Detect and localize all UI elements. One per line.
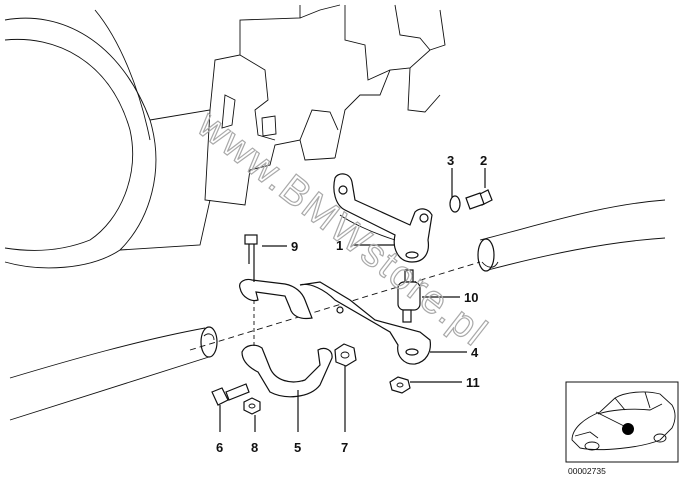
rubber-mount-part-10 [397, 269, 421, 323]
assembly-centerline [189, 261, 481, 351]
car-outline [571, 391, 676, 451]
callout-9: 9 [291, 239, 298, 254]
diagram-ref-number: 00002735 [568, 466, 606, 476]
hanger-bracket-part-4 [299, 281, 431, 365]
callout-11: 11 [466, 375, 480, 390]
exhaust-pipe-left [9, 326, 218, 421]
bolt-part-2 [465, 189, 493, 210]
nut-part-11 [389, 376, 411, 394]
vehicle-inset: 00002735 [565, 381, 679, 476]
leader-lines [219, 168, 486, 432]
callout-5: 5 [294, 440, 301, 455]
nut-part-8 [243, 397, 261, 415]
callout-6: 6 [216, 440, 223, 455]
callout-1: 1 [336, 238, 343, 253]
upper-bracket-part-1 [333, 173, 433, 263]
washer-part-3 [449, 195, 461, 213]
bolt-part-6 [211, 383, 250, 406]
nut-part-7 [334, 343, 357, 367]
exhaust-pipe-right [477, 199, 666, 272]
callout-10: 10 [464, 290, 478, 305]
watermark: www.BMWstore.pl [189, 102, 496, 356]
callout-labels: 1 2 3 4 5 6 7 8 9 10 11 [216, 153, 487, 455]
callout-8: 8 [251, 440, 258, 455]
transmission-housing [4, 4, 446, 269]
callout-4: 4 [471, 345, 479, 360]
clamp-part-5 [239, 264, 333, 398]
callout-2: 2 [480, 153, 487, 168]
callout-7: 7 [341, 440, 348, 455]
callout-3: 3 [447, 153, 454, 168]
bolt-part-9 [244, 234, 258, 264]
location-marker [622, 423, 634, 435]
